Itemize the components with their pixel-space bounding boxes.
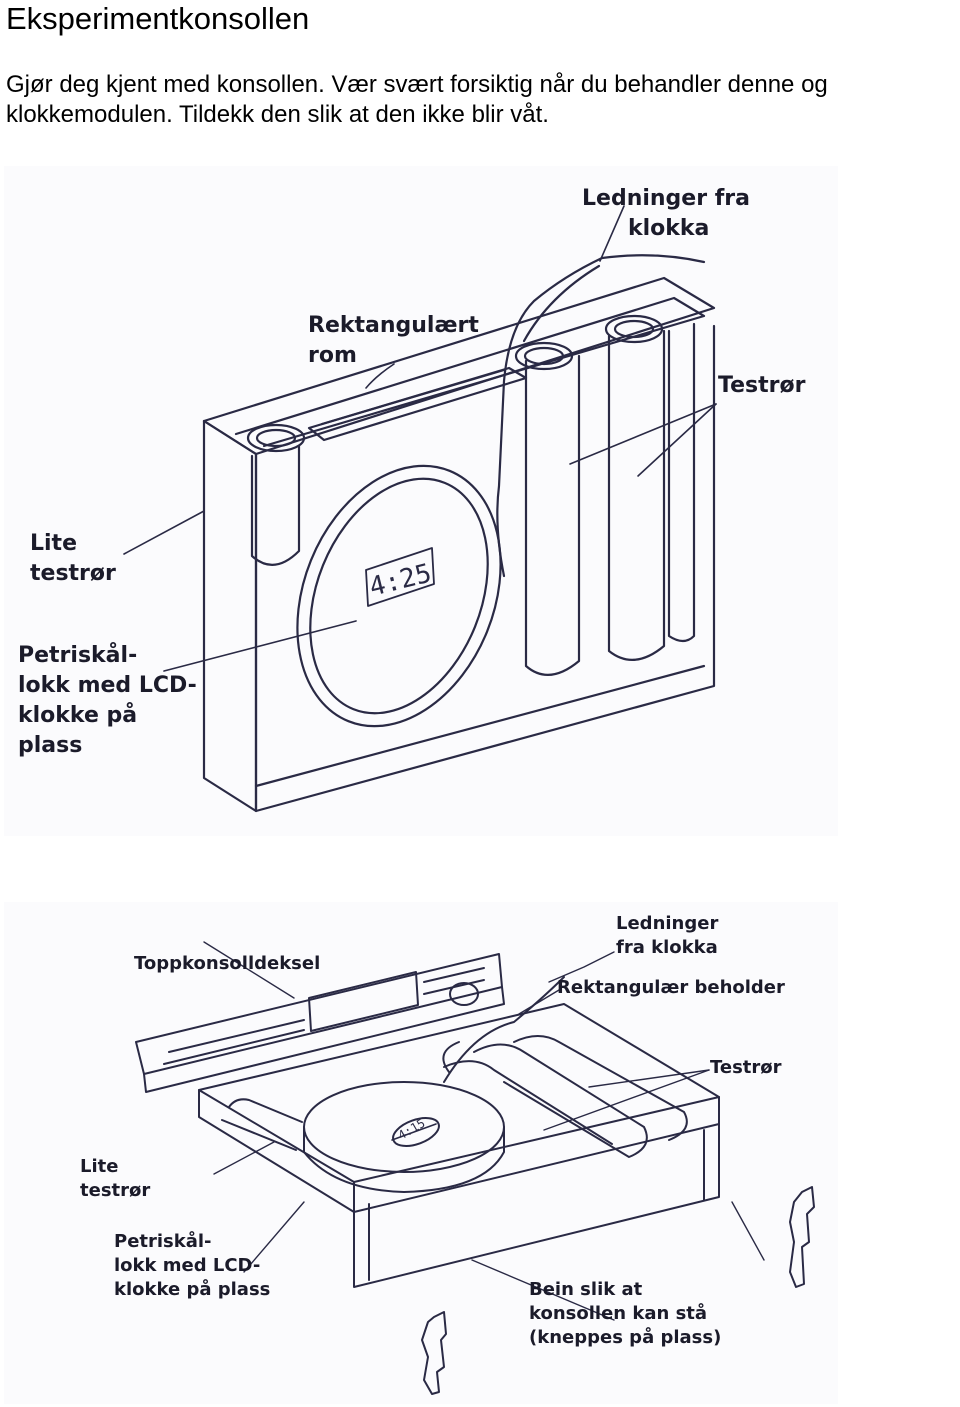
label-top-cover: Toppkonsolldeksel — [134, 953, 321, 974]
label-petri-dish-lid: Petriskål- lokk med LCD- klokke på plass — [18, 643, 197, 758]
page-title: Eksperimentkonsollen — [6, 1, 310, 36]
console-figure-exploded: 4:15 Toppkonsolldeksel Ledninger fra klo… — [4, 902, 838, 1404]
intro-text: Gjør deg kjent med konsollen. Vær svært … — [6, 70, 956, 130]
intro-line-1: Gjør deg kjent med konsollen. Vær svært … — [6, 71, 828, 98]
label-small-test-tube: Lite testrør — [30, 531, 116, 586]
label-wires-from-clock-2: Ledninger fra klokka — [616, 913, 719, 958]
label-rectangular-compartment: Rektangulært rom — [308, 313, 479, 368]
label-small-test-tube-2: Lite testrør — [80, 1156, 151, 1201]
label-rectangular-container: Rektangulær beholder — [557, 977, 785, 998]
console-drawing-exploded: 4:15 — [135, 941, 815, 1395]
console-figure-assembled: 4:25 Ledninger fra klokka Rektangulært r… — [4, 166, 838, 836]
label-test-tubes-2: Testrør — [710, 1057, 782, 1078]
console-drawing-assembled: 4:25 — [123, 205, 717, 813]
label-petri-dish-lid-2: Petriskål- lokk med LCD- klokke på plass — [114, 1231, 271, 1300]
lcd-clock-display: 4:25 — [366, 559, 434, 603]
label-wires-from-clock: Ledninger fra klokka — [582, 186, 750, 241]
label-test-tubes: Testrør — [718, 373, 806, 398]
intro-line-2: klokkemodulen. Tildekk den slik at den i… — [6, 101, 549, 128]
label-legs: Bein slik at konsollen kan stå (kneppes … — [529, 1279, 722, 1348]
